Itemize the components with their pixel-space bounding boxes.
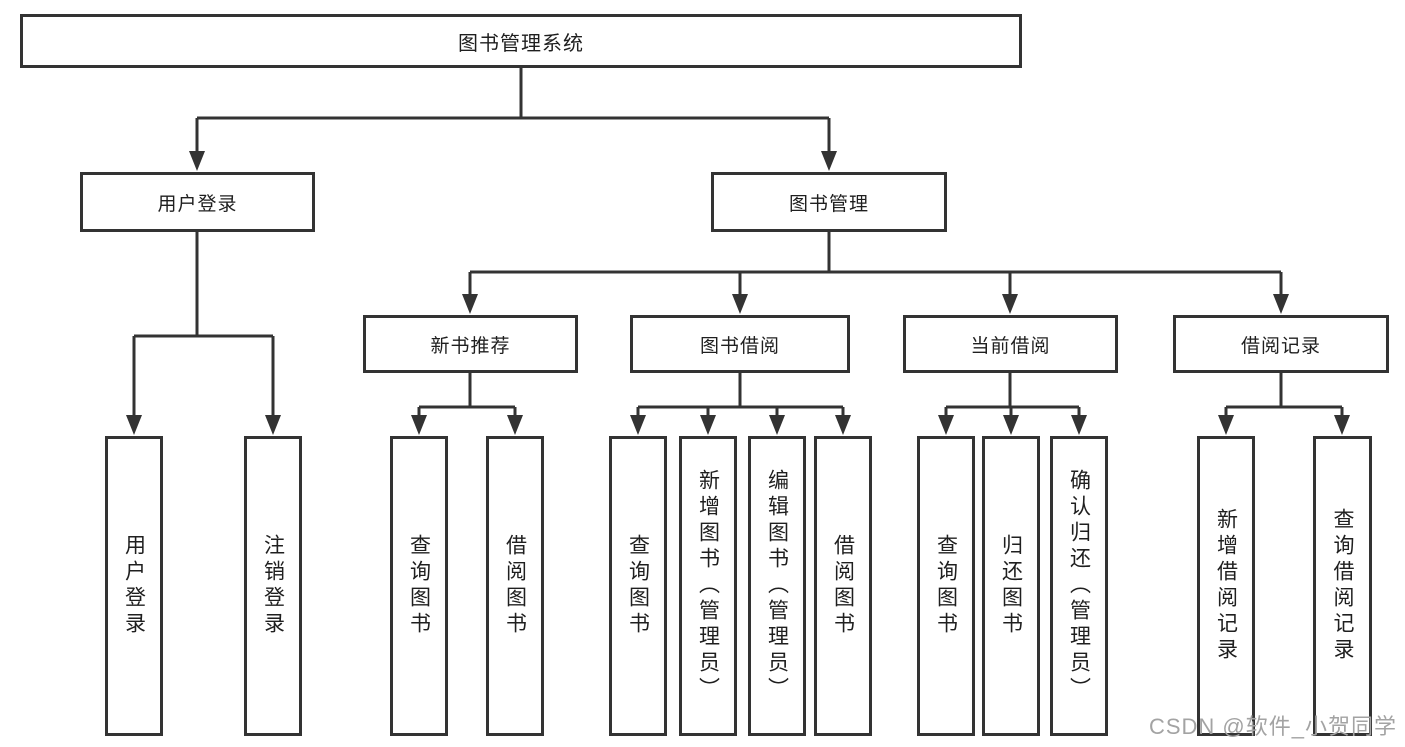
leaf-newrec-borrow-books: 借阅图书 [486, 436, 544, 736]
edge-user-login-to-leaves [126, 232, 281, 435]
leaf-current-query-books: 查询图书 [917, 436, 975, 736]
leaf-logout-login: 注销登录 [244, 436, 302, 736]
node-borrowing-records: 借阅记录 [1173, 315, 1389, 373]
edge-root-to-level2 [189, 68, 837, 171]
leaf-borrowing-borrow-books: 借阅图书 [814, 436, 872, 736]
edge-book-borrowing-to-leaves [630, 373, 851, 435]
node-book-management: 图书管理 [711, 172, 947, 232]
watermark-text: CSDN @软件_小贺同学 [1148, 714, 1397, 739]
edge-borrowing-records-to-leaves [1218, 373, 1350, 435]
node-current-borrowing: 当前借阅 [903, 315, 1118, 373]
leaf-current-return-books: 归还图书 [982, 436, 1040, 736]
edge-book-management-to-level3 [462, 232, 1289, 314]
leaf-newrec-query-books: 查询图书 [390, 436, 448, 736]
edge-current-borrowing-to-leaves [938, 373, 1087, 435]
leaf-current-confirm-return-admin: 确认归还（管理员） [1050, 436, 1108, 736]
leaf-user-login: 用户登录 [105, 436, 163, 736]
leaf-borrowing-edit-books-admin: 编辑图书（管理员） [748, 436, 806, 736]
leaf-records-query-borrow-record: 查询借阅记录 [1313, 436, 1372, 736]
edge-new-book-recommendation-to-leaves [411, 373, 523, 435]
node-new-book-recommendation: 新书推荐 [363, 315, 578, 373]
node-library-management-system: 图书管理系统 [20, 14, 1022, 68]
node-user-login: 用户登录 [80, 172, 315, 232]
leaf-records-add-borrow-record: 新增借阅记录 [1197, 436, 1255, 736]
leaf-borrowing-add-books-admin: 新增图书（管理员） [679, 436, 737, 736]
leaf-borrowing-query-books: 查询图书 [609, 436, 667, 736]
node-book-borrowing: 图书借阅 [630, 315, 850, 373]
